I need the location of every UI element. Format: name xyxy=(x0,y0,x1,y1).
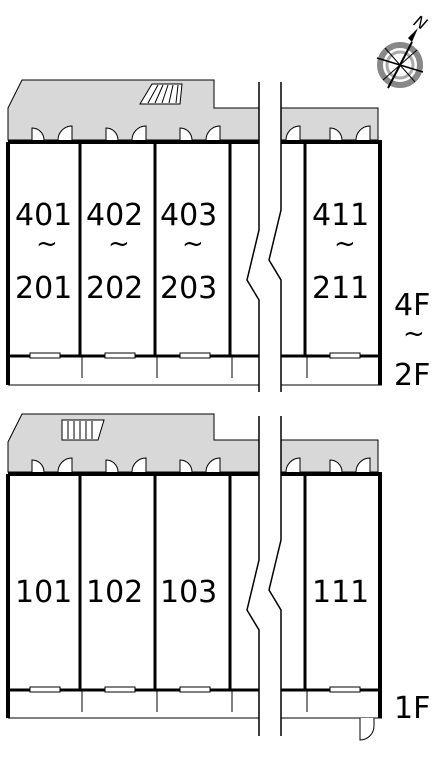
entrance-door-icon xyxy=(359,718,375,741)
north-label: N xyxy=(411,11,431,33)
svg-text:2F: 2F xyxy=(394,358,430,393)
unit-402-202: 402 ~ 202 xyxy=(86,198,143,306)
stairs-icon xyxy=(139,83,183,105)
svg-text:~: ~ xyxy=(403,319,425,349)
upper-floor-block: 401 ~ 201 402 ~ 202 403 ~ 203 411 ~ 211 … xyxy=(6,79,430,393)
unit-403-203: 403 ~ 203 xyxy=(160,198,217,306)
svg-text:4F: 4F xyxy=(394,288,430,323)
svg-text:211: 211 xyxy=(312,271,369,306)
compass-rose-icon: N xyxy=(376,11,431,89)
svg-text:411: 411 xyxy=(312,198,369,233)
unit-411-211: 411 ~ 211 xyxy=(312,198,369,306)
svg-text:401: 401 xyxy=(15,198,72,233)
unit-103: 103 xyxy=(160,575,217,610)
stairs-icon xyxy=(61,419,105,441)
svg-text:202: 202 xyxy=(86,271,143,306)
corridor xyxy=(7,79,379,141)
svg-text:403: 403 xyxy=(160,198,217,233)
svg-text:~: ~ xyxy=(108,229,130,259)
svg-text:~: ~ xyxy=(36,229,58,259)
unit-401-201: 401 ~ 201 xyxy=(15,198,72,306)
door-icons xyxy=(31,457,371,473)
floor-label-1f: 1F xyxy=(394,691,430,726)
svg-text:~: ~ xyxy=(334,229,356,259)
door-icons xyxy=(31,125,371,141)
svg-text:~: ~ xyxy=(182,229,204,259)
svg-text:203: 203 xyxy=(160,271,217,306)
floor-range-label: 4F ~ 2F xyxy=(394,288,430,393)
window-marks xyxy=(29,686,361,693)
unit-111: 111 xyxy=(312,575,369,610)
svg-text:402: 402 xyxy=(86,198,143,233)
unit-102: 102 xyxy=(86,575,143,610)
ground-floor-block: 101 102 103 111 1F xyxy=(6,413,430,741)
unit-101: 101 xyxy=(15,575,72,610)
window-marks xyxy=(29,352,361,359)
svg-text:201: 201 xyxy=(15,271,72,306)
